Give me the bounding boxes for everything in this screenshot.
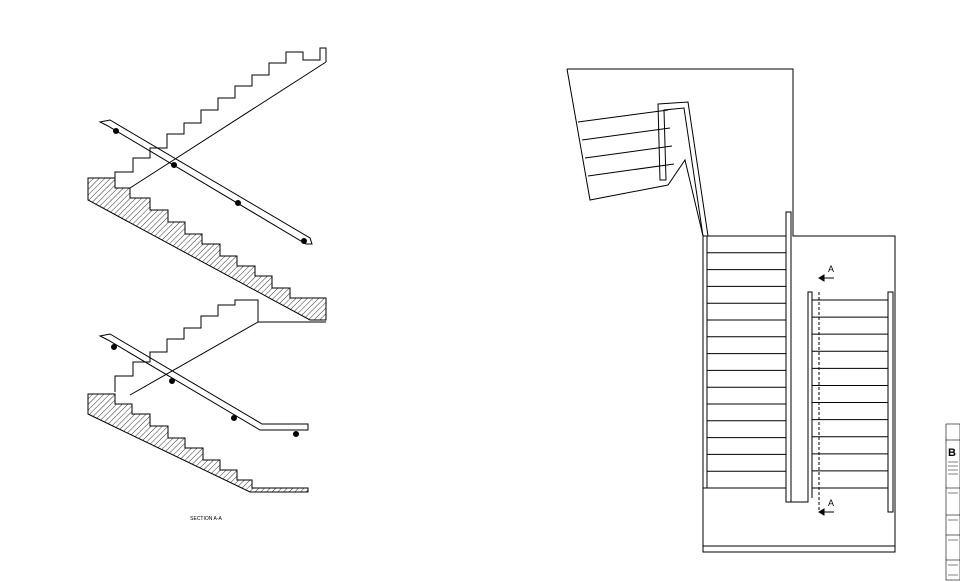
title-block: B [945, 423, 960, 581]
section-marker-top: A [818, 264, 834, 282]
lower-flight-2 [87, 393, 309, 493]
section-label: SECTION A-A [190, 516, 222, 522]
plan-outline [566, 68, 896, 553]
upper-flight-2 [114, 299, 259, 396]
plan-rail-left-inner [785, 211, 792, 503]
plan-view: A A [566, 68, 896, 553]
section-view: SECTION A-A [87, 47, 327, 522]
lower-flight-1 [87, 177, 327, 321]
handrail-2 [98, 333, 309, 437]
svg-text:A: A [828, 264, 834, 274]
upper-flight-1 [114, 47, 327, 189]
plan-left-flight [707, 235, 786, 489]
title-block-logo: B [948, 447, 956, 459]
plan-upper-steps [577, 109, 675, 177]
plan-rail-left-outer [702, 235, 708, 489]
section-marker-bottom: A [818, 498, 834, 516]
plan-rail-right-outer [887, 291, 894, 513]
plan-angled-rail [657, 101, 709, 237]
handrail-1 [98, 119, 313, 245]
plan-rail-connector [786, 290, 813, 503]
svg-text:A: A [828, 498, 834, 508]
plan-right-flight [812, 299, 888, 489]
